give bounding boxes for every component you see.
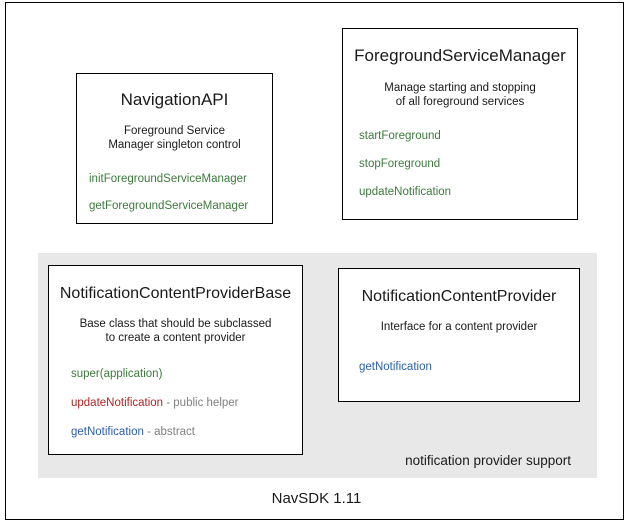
class-description-line: Base class that should be subclassed [79, 317, 272, 330]
class-box-navigation-api[interactable]: NavigationAPI Foreground Service Manager… [76, 73, 273, 224]
member-item[interactable]: getNotification [359, 361, 579, 375]
group-panel-label: notification provider support [405, 453, 571, 468]
member-name: getNotification [71, 425, 144, 438]
member-note: - public helper [163, 396, 239, 409]
member-item[interactable]: updateNotification [359, 186, 577, 200]
member-name: startForeground [359, 130, 441, 143]
member-name: stopForeground [359, 157, 441, 170]
class-description-line: of all foreground services [395, 96, 525, 109]
class-description-line: to create a content provider [105, 332, 246, 345]
member-list-foreground-service-manager: startForeground stopForeground updateNot… [343, 130, 577, 199]
member-note: - abstract [143, 425, 196, 438]
class-title-foreground-service-manager: ForegroundServiceManager [354, 46, 566, 65]
member-name: initForegroundServiceManager [89, 173, 247, 186]
member-item[interactable]: startForeground [359, 130, 577, 144]
class-description-line: Manage starting and stopping [384, 81, 536, 94]
member-item[interactable]: super(application) [71, 368, 302, 382]
class-box-notification-content-provider-base[interactable]: NotificationContentProviderBase Base cla… [48, 265, 303, 455]
member-item[interactable]: updateNotification - public helper [71, 397, 302, 411]
footer-caption: NavSDK 1.11 [271, 490, 362, 507]
member-name: getForegroundServiceManager [89, 199, 249, 212]
diagram-outer-frame [5, 2, 624, 520]
class-description-line: Interface for a content provider [380, 320, 538, 333]
class-title-notification-content-provider: NotificationContentProvider [361, 288, 557, 305]
member-item[interactable]: getForegroundServiceManager [89, 200, 272, 214]
class-description-foreground-service-manager: Manage starting and stopping of all fore… [343, 81, 577, 110]
class-description-notification-content-provider: Interface for a content provider [339, 320, 579, 335]
member-name: updateNotification [359, 185, 452, 198]
class-title-navigation-api: NavigationAPI [120, 90, 229, 109]
member-name: getNotification [359, 361, 432, 374]
member-name: updateNotification [71, 396, 164, 409]
member-item[interactable]: initForegroundServiceManager [89, 173, 272, 187]
member-item[interactable]: getNotification - abstract [71, 426, 302, 440]
class-box-foreground-service-manager[interactable]: ForegroundServiceManager Manage starting… [342, 28, 578, 220]
class-title-notification-content-provider-base: NotificationContentProviderBase [59, 285, 292, 302]
member-list-notification-content-provider: getNotification [339, 361, 579, 375]
class-description-navigation-api: Foreground Service Manager singleton con… [77, 124, 272, 153]
class-description-notification-content-provider-base: Base class that should be subclassed to … [49, 317, 302, 346]
class-box-notification-content-provider[interactable]: NotificationContentProvider Interface fo… [338, 268, 580, 402]
member-list-notification-content-provider-base: super(application) updateNotification - … [49, 368, 302, 439]
member-item[interactable]: stopForeground [359, 158, 577, 172]
member-name: super(application) [71, 368, 163, 381]
member-list-navigation-api: initForegroundServiceManager getForegrou… [77, 173, 272, 214]
class-description-line: Foreground Service [124, 124, 225, 137]
class-description-line: Manager singleton control [108, 139, 241, 152]
